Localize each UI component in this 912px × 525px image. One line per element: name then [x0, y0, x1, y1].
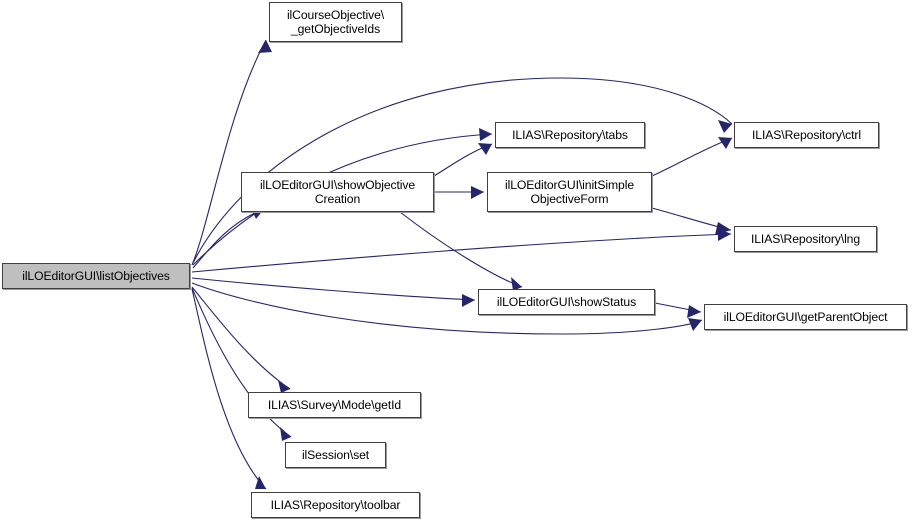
edge-showStatus-to-getParentObject: [654, 302, 702, 318]
graph-node-showStatus[interactable]: ilLOEditorGUI\showStatus: [478, 289, 655, 315]
edge-listObjectives-to-ilSessionSet: [191, 287, 292, 441]
arrowhead-icon: [511, 277, 522, 291]
arrowhead-icon: [255, 476, 266, 489]
graph-node-getObjectiveIds[interactable]: ilCourseObjective\ _getObjectiveIds: [269, 2, 402, 42]
arrowhead-icon: [718, 120, 732, 133]
arrowhead-icon: [280, 427, 291, 441]
graph-node-toolbar[interactable]: ILIAS\Repository\toolbar: [251, 492, 420, 518]
graph-node-showObjectiveCreation[interactable]: ilLOEditorGUI\showObjective Creation: [241, 172, 434, 212]
edge-listObjectives-to-getParentObject: [191, 282, 703, 335]
edge-initSimpleObjectiveForm-to-ctrl: [651, 137, 733, 177]
edge-listObjectives-to-getObjectiveIds: [191, 39, 272, 266]
graph-node-getParentObject[interactable]: ilLOEditorGUI\getParentObject: [704, 304, 907, 330]
edge-initSimpleObjectiveForm-to-lng: [651, 207, 732, 235]
graph-node-initSimpleObjectiveForm[interactable]: ilLOEditorGUI\initSimple ObjectiveForm: [487, 172, 652, 212]
arrowhead-icon: [718, 137, 732, 149]
arrowhead-icon: [471, 186, 484, 199]
arrowhead-icon: [715, 222, 731, 235]
graph-node-listObjectives[interactable]: ilLOEditorGUI\listObjectives: [2, 263, 190, 289]
edge-listObjectives-to-showStatus: [191, 277, 476, 307]
graph-node-tabs[interactable]: ILIAS\Repository\tabs: [495, 122, 645, 148]
arrowhead-icon: [478, 143, 492, 155]
arrowhead-icon: [258, 40, 272, 53]
edge-listObjectives-to-toolbar: [191, 288, 267, 490]
graph-node-surveyModeGetId[interactable]: ILIAS\Survey\Mode\getId: [248, 392, 421, 418]
edge-listObjectives-to-lng: [191, 228, 732, 273]
edge-showObjectiveCreation-to-showStatus: [399, 211, 523, 291]
graph-node-ctrl[interactable]: ILIAS\Repository\ctrl: [734, 122, 879, 148]
graph-node-lng[interactable]: ILIAS\Repository\lng: [734, 226, 877, 252]
edge-listObjectives-to-surveyModeGetId: [191, 286, 291, 393]
edge-listObjectives-to-ctrl: [192, 77, 733, 264]
graph-node-ilSessionSet[interactable]: ilSession\set: [285, 442, 386, 468]
arrowhead-icon: [462, 294, 475, 307]
arrowhead-icon: [479, 128, 492, 141]
arrowhead-icon: [688, 318, 702, 331]
arrowhead-icon: [687, 305, 701, 318]
edge-showObjectiveCreation-to-initSimpleObjectiveForm: [434, 186, 484, 199]
arrowhead-icon: [278, 380, 290, 393]
edge-showObjectiveCreation-to-tabs: [433, 143, 493, 177]
